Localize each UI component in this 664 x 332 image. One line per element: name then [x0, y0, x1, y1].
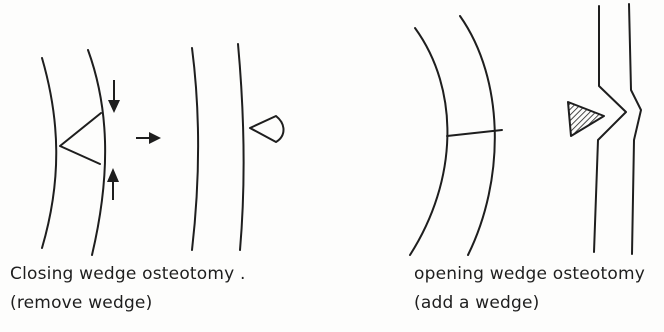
closing-bone-right-cortex	[88, 50, 105, 255]
arrow-down-head	[108, 100, 120, 113]
straightened-bone-left	[192, 48, 198, 250]
removed-wedge	[250, 116, 284, 142]
transition-arrow-head	[149, 132, 161, 144]
closing-bone-left-cortex	[42, 58, 56, 248]
corrected-bone-left	[594, 6, 626, 252]
added-wedge-graft	[568, 102, 604, 136]
closing-wedge-caption: Closing wedge osteotomy .	[10, 264, 246, 284]
opening-bone-right-cortex	[460, 16, 495, 255]
transition-arrow	[136, 132, 161, 144]
opening-wedge-before	[410, 16, 502, 255]
closing-compress-arrows	[107, 80, 120, 200]
closing-wedge-subcaption: (remove wedge)	[10, 293, 152, 313]
opening-wedge-caption: opening wedge osteotomy	[414, 264, 645, 284]
opening-wedge-subcaption: (add a wedge)	[414, 293, 540, 313]
opening-cut-line	[447, 130, 502, 136]
straightened-bone-right	[238, 44, 244, 250]
closing-wedge-after	[192, 44, 284, 250]
closing-wedge-before	[42, 50, 105, 255]
opening-wedge-after	[568, 4, 641, 254]
arrow-up-head	[107, 168, 119, 182]
closing-wedge-cut	[60, 113, 101, 164]
corrected-bone-right	[629, 4, 641, 254]
opening-bone-left-cortex	[410, 28, 447, 255]
